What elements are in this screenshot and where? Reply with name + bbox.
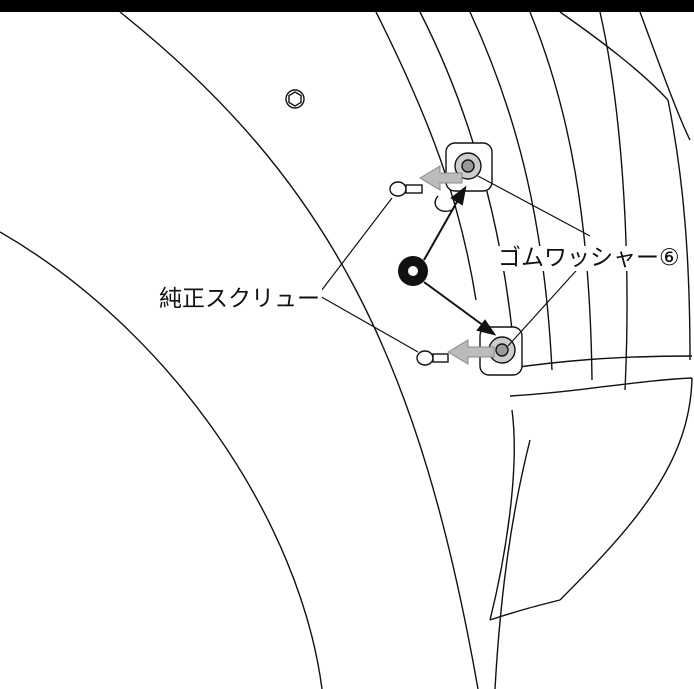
rubber-washer-label: ゴムワッシャー⑥: [496, 245, 682, 271]
upper-mount-boss: [445, 142, 493, 192]
genuine-screw-label: 純正スクリュー: [157, 286, 322, 312]
mudflap-upper-face: [509, 377, 693, 397]
mudflap-bottom: [489, 599, 561, 621]
fender-line-1: [375, 11, 477, 301]
clip-nut-icon: [285, 89, 305, 109]
fender-line-3: [469, 11, 553, 371]
screw-leader-lines: [317, 197, 419, 353]
mudflap-lower-edge: [489, 409, 515, 621]
insert-arrow-lower-icon: [447, 339, 495, 365]
clip-icon: [434, 195, 453, 212]
fender-crease: [559, 11, 669, 101]
screw-lower-icon: [416, 350, 449, 366]
header-bar: [0, 0, 694, 12]
wheel-arch-outer: [119, 11, 479, 689]
rubber-washer-icon: [398, 256, 428, 286]
fender-edge: [639, 11, 691, 141]
screw-upper-icon: [389, 181, 423, 197]
washer-leader-lines: [477, 175, 591, 347]
wheel-arch-inner: [0, 231, 323, 689]
fender-line-4: [529, 11, 593, 381]
washer-arrows: [423, 185, 497, 336]
fender-right-edge: [667, 99, 691, 361]
fender-line-5: [599, 11, 628, 391]
lower-mount-boss: [479, 326, 523, 376]
mudflap-side: [559, 377, 693, 601]
body-lower-curve: [494, 439, 531, 689]
insert-arrow-upper-icon: [419, 165, 463, 191]
